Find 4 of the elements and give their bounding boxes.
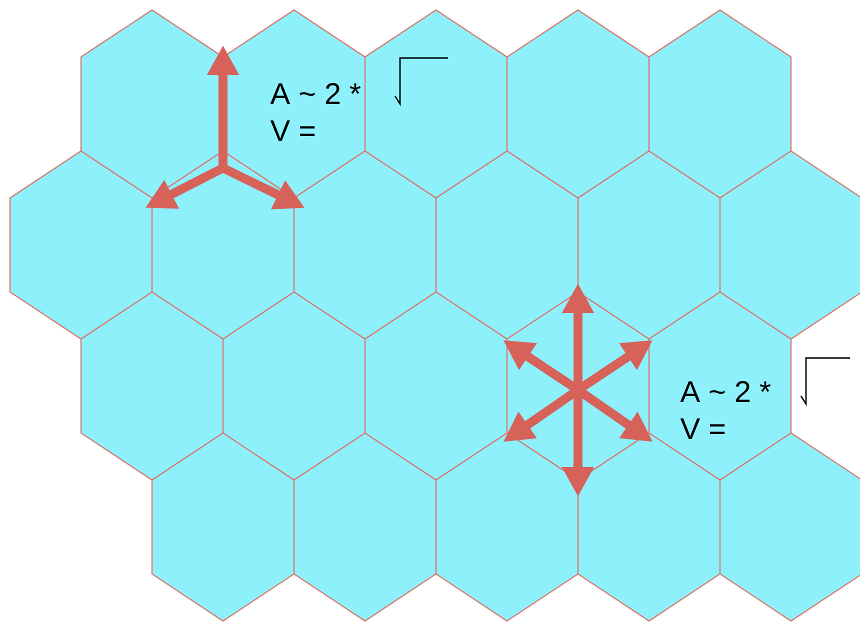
formula-text: V = bbox=[270, 120, 315, 141]
formula-text: A ~ 2 * bbox=[270, 83, 361, 104]
formula-text: V = bbox=[680, 418, 725, 439]
formula-text: A ~ 2 * bbox=[680, 381, 771, 402]
